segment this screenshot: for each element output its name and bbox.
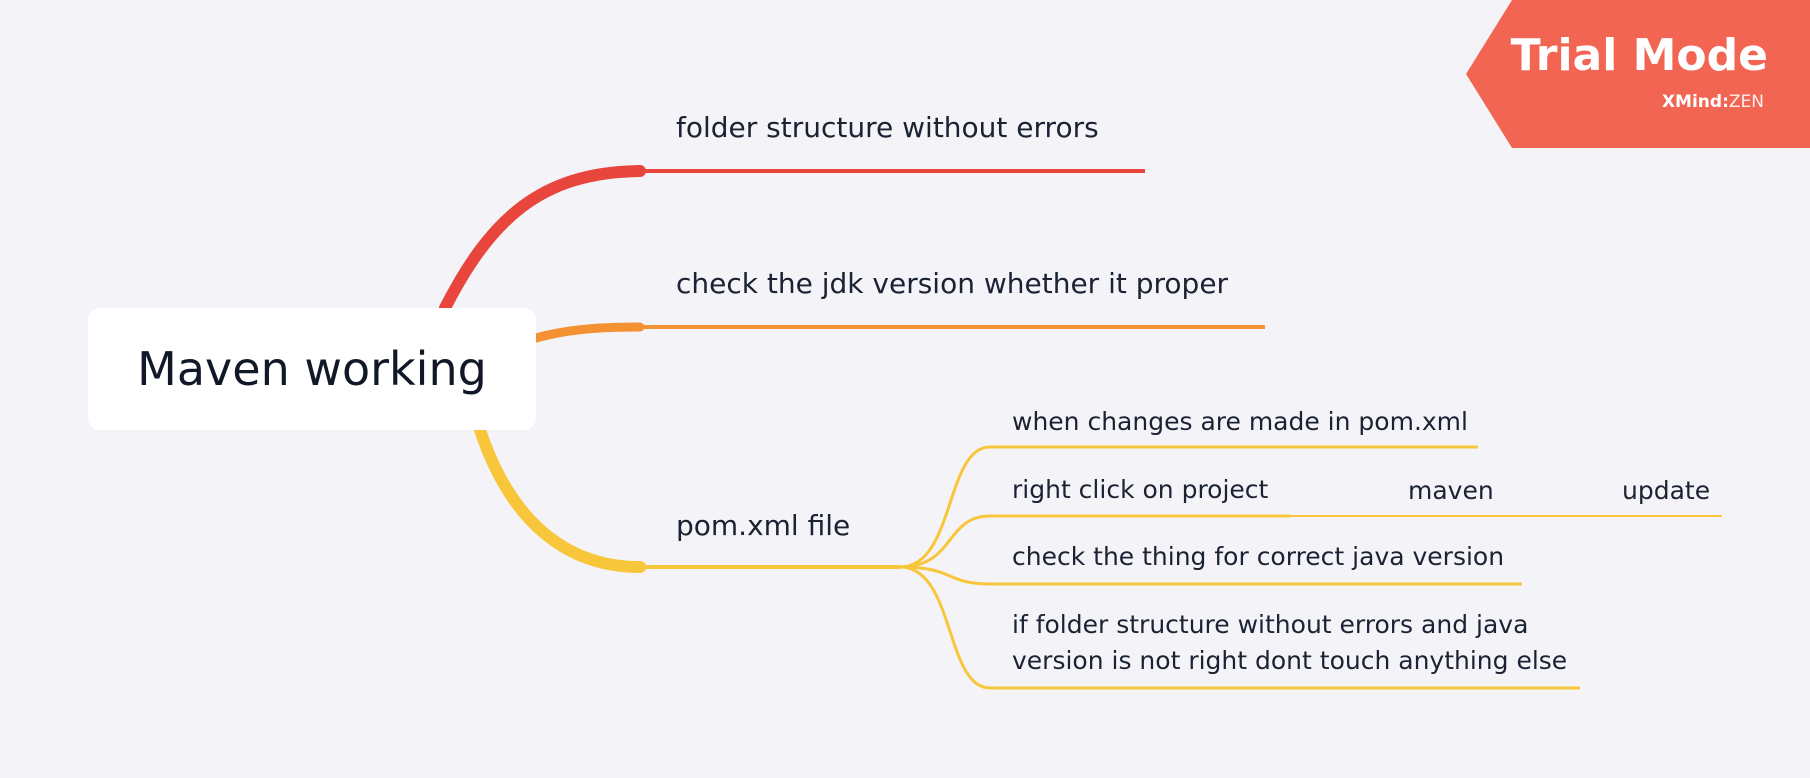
central-topic-label: Maven working [137, 342, 487, 396]
subtopic-step-maven[interactable]: maven [1408, 476, 1494, 505]
subtopic-pom-changes[interactable]: when changes are made in pom.xml [1012, 407, 1468, 436]
central-topic[interactable]: Maven working [88, 308, 536, 430]
branch-topic-jdk-version[interactable]: check the jdk version whether it proper [676, 267, 1229, 300]
branch-topic-pom-file[interactable]: pom.xml file [676, 509, 851, 542]
subtopic-connector-3 [899, 565, 991, 586]
branch-connector-3 [474, 424, 646, 573]
subtopic-connector-4 [899, 565, 991, 690]
subtopic-connector-2 [899, 514, 991, 569]
branch-connector-1 [439, 165, 646, 314]
subtopic-connector-1 [899, 445, 991, 569]
subtopic-java-version[interactable]: check the thing for correct java version [1012, 542, 1505, 571]
trial-mode-title: Trial Mode [1510, 30, 1768, 81]
subtopic-step-update[interactable]: update [1622, 476, 1711, 505]
subtopic-dont-touch-line-2: version is not right dont touch anything… [1012, 646, 1568, 675]
branch-topic-folder-structure[interactable]: folder structure without errors [676, 111, 1099, 144]
trial-mode-badge[interactable]: Trial Mode XMind:ZEN [1466, 0, 1810, 148]
xmind-zen-logo: XMind:ZEN [1661, 92, 1764, 112]
branch-connector-2 [531, 322, 645, 343]
subtopic-right-click[interactable]: right click on project [1012, 475, 1269, 504]
subtopic-dont-touch-line-1: if folder structure without errors and j… [1012, 610, 1529, 639]
